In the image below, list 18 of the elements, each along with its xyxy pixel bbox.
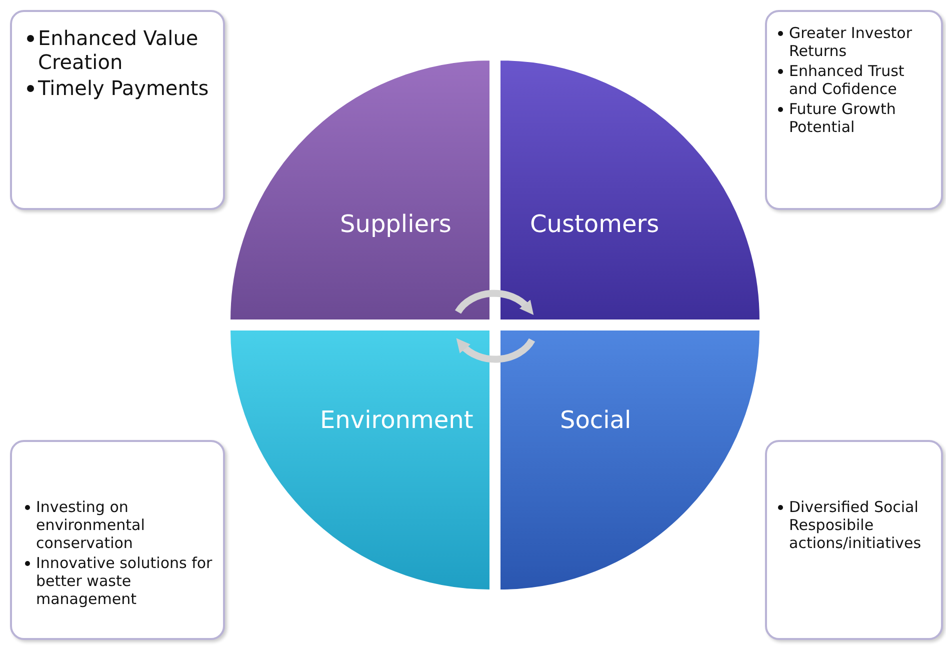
cycle-arrow — [456, 338, 535, 363]
bullet-text: Enhanced Trust and Cofidence — [789, 62, 904, 98]
bullet-text: Investing on environmental conservation — [36, 498, 145, 552]
quadrant-label: Environment — [320, 406, 474, 434]
bullet-text: Diversified Social Resposibile actions/initiatives — [789, 498, 922, 552]
cycle-arrow — [455, 290, 534, 315]
bullet-text: Future Growth Potential — [789, 100, 896, 136]
quadrant-label: Suppliers — [340, 210, 452, 238]
quadrant-label: Social — [560, 406, 632, 434]
quadrant-label: Customers — [530, 210, 660, 238]
text-card — [10, 10, 225, 210]
bullet-text: Greater Investor Returns — [789, 24, 912, 60]
bullet-text: Enhanced Value Creation — [38, 26, 198, 74]
text-card — [10, 440, 225, 640]
bullet-text: Innovative solutions for better waste management — [36, 554, 212, 608]
text-card — [765, 10, 943, 210]
bullet-text: Timely Payments — [38, 76, 209, 100]
text-card — [765, 440, 943, 640]
